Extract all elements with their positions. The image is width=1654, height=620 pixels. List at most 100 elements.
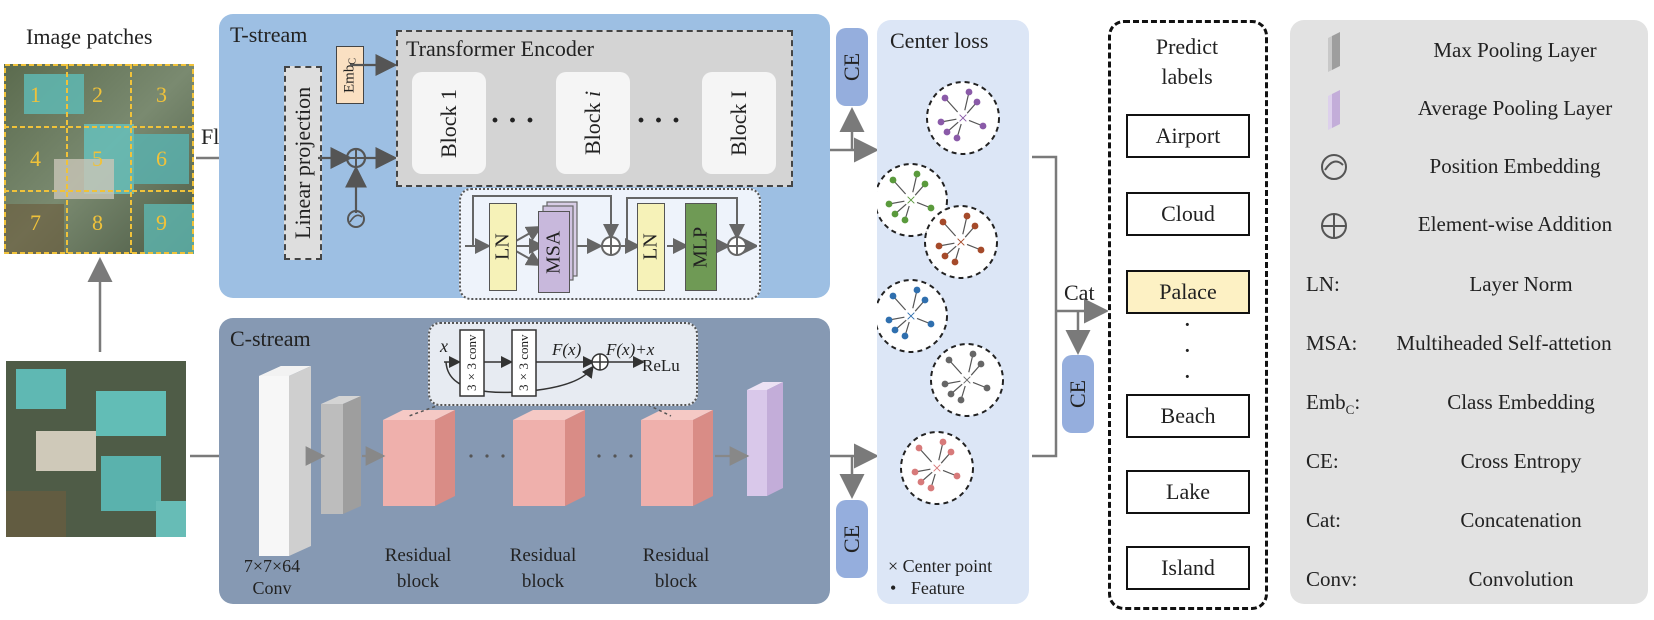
predict-label-cloud: Cloud — [1126, 192, 1250, 236]
patch-number: 8 — [92, 210, 103, 235]
center-point: × — [958, 108, 968, 128]
res-fx-label: F(x) — [552, 340, 582, 359]
predict-label-island: Island — [1126, 546, 1250, 590]
feature-point — [941, 94, 949, 102]
legend-row: Max Pooling Layer — [1433, 38, 1597, 62]
patch-number: 9 — [156, 210, 167, 235]
feature-point — [947, 448, 955, 456]
feature-point — [921, 180, 929, 188]
feature-text: Feature — [910, 578, 965, 598]
feature-cluster: × — [877, 163, 948, 237]
feature-point — [939, 438, 947, 446]
patch-number: 2 — [92, 82, 103, 107]
feature-point — [901, 216, 909, 224]
res-relu-label: ReLu — [642, 356, 680, 375]
center-point: × — [962, 370, 972, 390]
patch-number: 7 — [30, 210, 41, 235]
center-point: × — [932, 458, 942, 478]
legend-row: Position Embedding — [1429, 154, 1601, 178]
ce-box-t: CE — [836, 28, 868, 106]
feature-point — [947, 390, 955, 398]
mlp-label: MLP — [689, 226, 712, 268]
feature-cluster: × — [926, 81, 1000, 155]
legend-row: Conv:Convolution — [1306, 567, 1574, 591]
feature-cluster: × — [924, 205, 998, 279]
feature-point — [913, 170, 921, 178]
predict-label-palace: Palace — [1126, 270, 1250, 314]
res-x-label: x — [440, 336, 448, 356]
feature-point — [891, 326, 899, 334]
center-point: × — [956, 232, 966, 252]
feature-point — [977, 360, 985, 368]
center-point: × — [906, 190, 916, 210]
conv-name: Conv — [252, 578, 292, 598]
block-i-label: Block i — [580, 90, 605, 156]
res-conv-2: 3×3 conv — [516, 334, 531, 392]
avg-pooling-icon — [1332, 90, 1340, 128]
block-I: Block I — [702, 72, 776, 174]
patch-number: 6 — [156, 146, 167, 171]
feature-point — [969, 350, 977, 358]
feature-point — [935, 242, 943, 250]
ln-block-2: LN — [637, 203, 665, 291]
feature-point — [939, 218, 947, 226]
feature-cluster: × — [900, 431, 974, 505]
ce-box-fused: CE — [1062, 355, 1094, 433]
feature-point — [941, 380, 949, 388]
feature-point — [885, 316, 893, 324]
feature-point — [973, 98, 981, 106]
patch-number: 3 — [156, 82, 167, 107]
ln-label: LN — [491, 233, 514, 261]
block-dots: · · · — [636, 104, 682, 137]
feature-point — [953, 134, 961, 142]
block-1-label: Block 1 — [436, 88, 461, 158]
res-fx-plus-x-label: F(x)+x — [606, 340, 655, 359]
cat-label: Cat — [1064, 280, 1095, 305]
conv-size: 7×7×64 — [243, 556, 301, 576]
res-conv-1: 3×3 conv — [464, 334, 479, 392]
center-loss-title: Center loss — [890, 28, 989, 53]
ln-block: LN — [489, 203, 517, 291]
patch-number: 4 — [30, 146, 41, 171]
legend-row: LN:Layer Norm — [1306, 272, 1573, 296]
feature-point — [937, 118, 945, 126]
dot-icon: • — [890, 578, 897, 598]
feature-point — [889, 176, 897, 184]
feature-cluster: × — [877, 279, 948, 353]
image-patches-grid: 1 2 3 4 5 6 7 8 9 — [4, 64, 194, 254]
legend-row: EmbC:Class Embedding — [1306, 390, 1595, 418]
feature-point — [965, 88, 973, 96]
legend-row: MSA:Multiheaded Self-attetion — [1306, 331, 1612, 355]
feature-point — [915, 444, 923, 452]
image-patches-title: Image patches — [26, 24, 153, 49]
feature-point — [889, 292, 897, 300]
feature-point — [901, 332, 909, 340]
feature-legend: • Feature — [890, 578, 965, 599]
predict-label-airport: Airport — [1126, 114, 1250, 158]
feature-clusters: × × × × × × — [877, 81, 1004, 505]
feature-point — [941, 252, 949, 260]
addition-icon — [1321, 213, 1347, 239]
feature-point — [957, 396, 965, 404]
c-stream-shapes — [259, 366, 783, 556]
input-image — [6, 361, 186, 537]
predict-dots: ··· — [1183, 310, 1192, 391]
patch-number: 5 — [92, 146, 103, 171]
patch-number: 1 — [30, 82, 41, 107]
feature-point — [921, 296, 929, 304]
feature-point — [891, 210, 899, 218]
max-pooling-icon — [1332, 32, 1340, 70]
legend-row: Cat:Concatenation — [1306, 508, 1582, 532]
block-i: Block i — [556, 72, 630, 174]
feature-point — [963, 212, 971, 220]
feature-cluster: × — [930, 343, 1004, 417]
conv-label: 7×7×64 Conv — [234, 555, 310, 599]
legend-row: Element-wise Addition — [1417, 212, 1613, 236]
feature-point — [977, 246, 985, 254]
feature-point — [885, 200, 893, 208]
feature-point — [943, 128, 951, 136]
feature-point — [979, 122, 987, 130]
